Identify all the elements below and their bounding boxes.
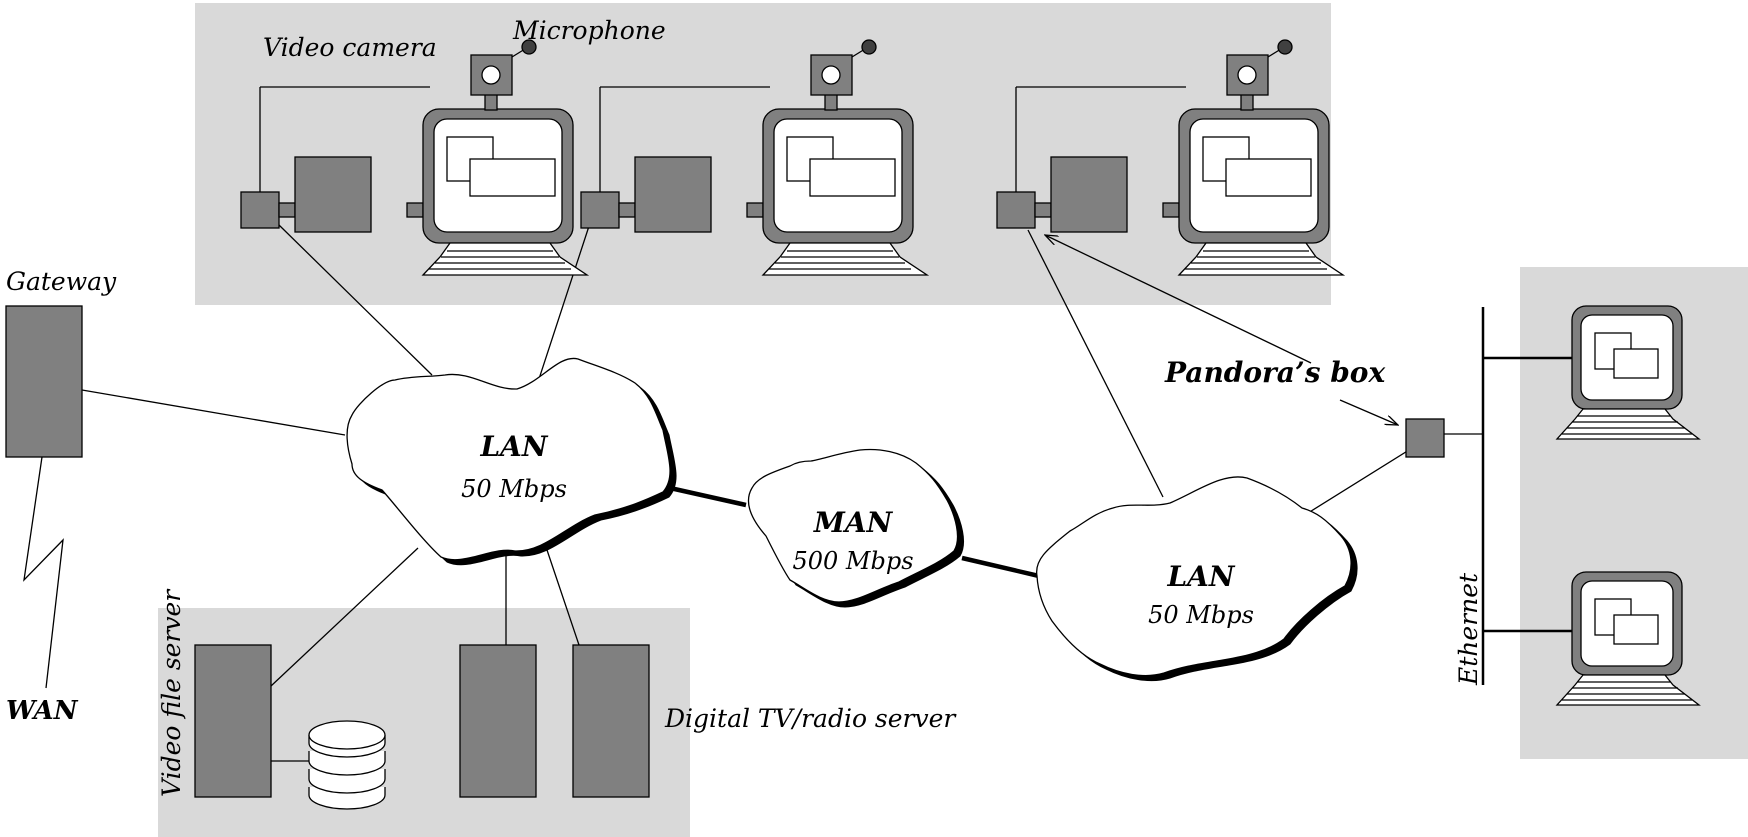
gateway-box [5, 305, 83, 458]
man-speed: 500 Mbps [792, 547, 913, 575]
lan-cloud-left [346, 357, 677, 566]
lan1-name: LAN [479, 430, 548, 463]
man-cloud [747, 448, 964, 608]
wan-link [23, 456, 64, 689]
disk-icon [308, 720, 386, 810]
ethernet-label: Ethernet [1454, 572, 1483, 686]
pandoras-box-device [1405, 418, 1483, 458]
lan1-speed: 50 Mbps [461, 475, 567, 503]
wan-label: WAN [6, 696, 79, 726]
tv-server-1 [459, 644, 537, 798]
lan2-name: LAN [1166, 560, 1235, 593]
pandoras-box-label: Pandora’s box [1164, 356, 1385, 389]
lan-cloud-right [1036, 476, 1358, 682]
pandoras-box-arrow-lower [1339, 399, 1398, 425]
pandoras-box-arrow-upper [1045, 235, 1312, 364]
tv-server-2 [572, 644, 650, 798]
microphone-label: Microphone [512, 16, 666, 45]
ethernet-bus [1481, 307, 1572, 685]
connection-lines [81, 219, 1426, 687]
man-name: MAN [813, 506, 894, 539]
lan2-speed: 50 Mbps [1148, 601, 1254, 629]
gateway-label: Gateway [6, 267, 117, 296]
video-file-server [194, 644, 309, 798]
video-file-server-label: Video file server [157, 588, 186, 797]
digital-tv-server-label: Digital TV/radio server [664, 704, 957, 733]
video-camera-label: Video camera [263, 33, 437, 62]
